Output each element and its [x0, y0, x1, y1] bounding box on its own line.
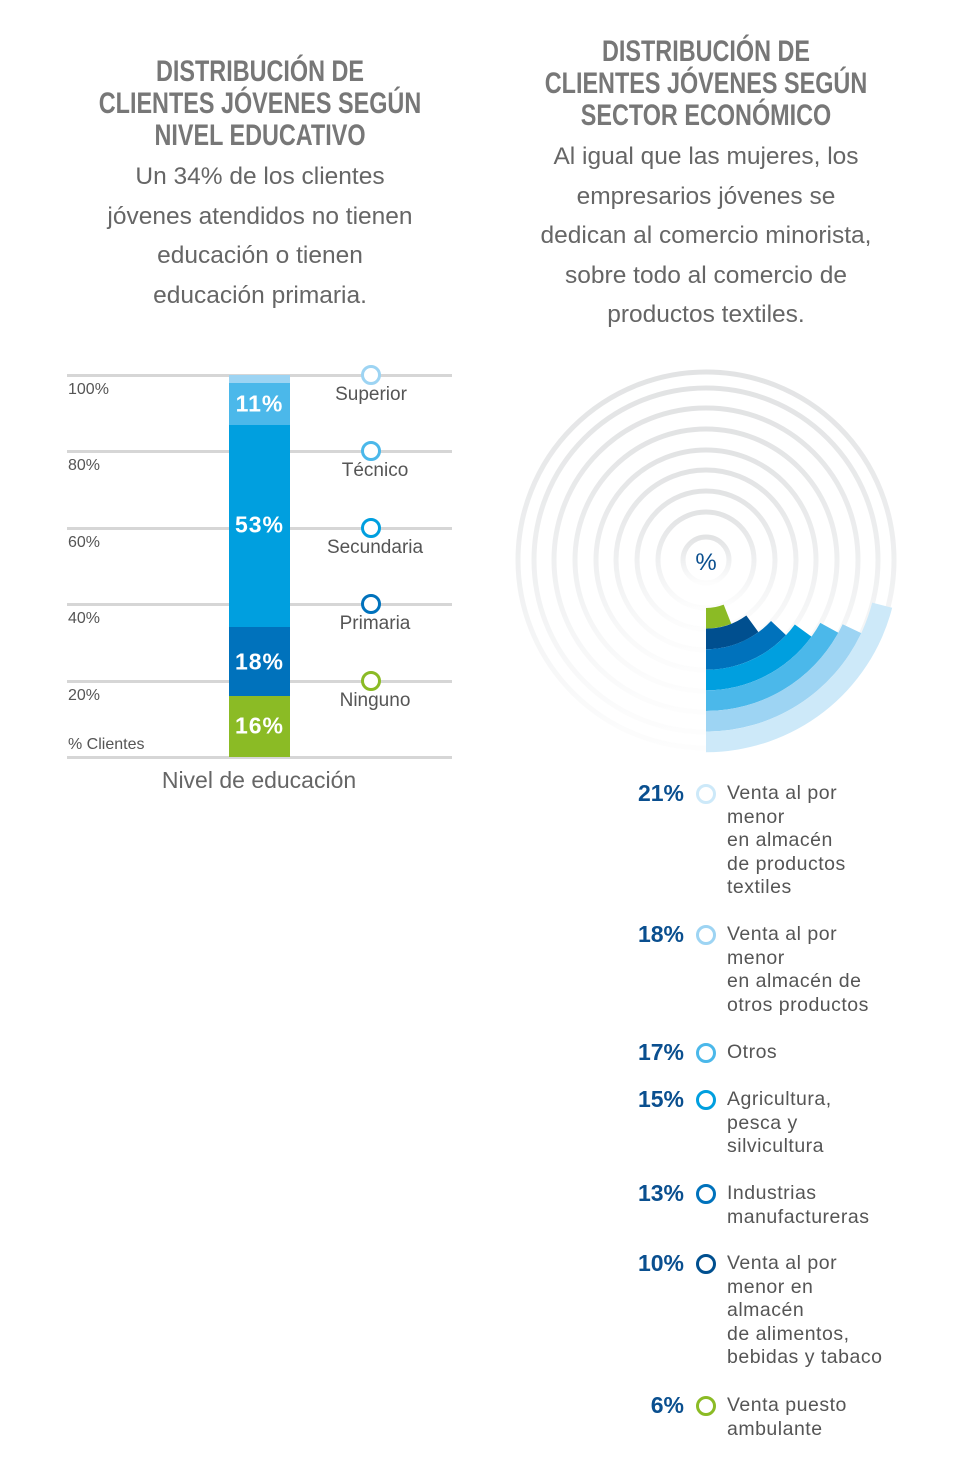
- legend-marker-icon: [696, 1396, 716, 1416]
- legend-label: Primaria: [339, 613, 411, 635]
- bar-segment-secundaria: [229, 424, 290, 628]
- legend-percent: 18%: [637, 921, 684, 947]
- x-axis-label: Nivel de educación: [161, 767, 357, 793]
- bar-segment-superior: [229, 375, 290, 383]
- right-title: DISTRIBUCIÓN DE CLIENTES JÓVENES SEGÚN S…: [488, 36, 925, 132]
- subtitle-line: dedican al comercio minorista,: [540, 222, 872, 249]
- bar-value-label: 53%: [234, 511, 285, 538]
- legend-marker-icon: [696, 1043, 716, 1063]
- right-subtitle: Al igual que las mujeres, los empresario…: [476, 137, 936, 335]
- legend-marker-icon: [361, 365, 381, 385]
- center-percent-label: %: [695, 549, 716, 576]
- legend-percent: 10%: [637, 1250, 684, 1276]
- legend-marker-icon: [361, 441, 381, 462]
- legend-marker-icon: [696, 1254, 716, 1274]
- legend-text-line: textiles: [727, 876, 792, 898]
- legend-marker-icon: [696, 1090, 716, 1110]
- y-tick-label: 100%: [68, 381, 109, 398]
- legend-text-line: Industrias: [727, 1182, 817, 1204]
- radial-segment: [706, 621, 787, 670]
- bar-value-label: 18%: [234, 648, 285, 674]
- legend-text-line: menor: [727, 805, 785, 828]
- bar-value-label: 16%: [234, 712, 285, 739]
- bar-segment-primaria: [229, 627, 290, 696]
- legend-text-line: menor en: [727, 1275, 814, 1298]
- subtitle-line: educación primaria.: [153, 281, 367, 309]
- legend-text-line: silvicultura: [727, 1135, 825, 1157]
- bar-value-label: 11%: [235, 390, 284, 417]
- subtitle-line: Al igual que las mujeres, los: [553, 143, 859, 170]
- legend-text-line: Venta puesto: [727, 1394, 847, 1416]
- legend-text-line: de productos: [727, 852, 846, 875]
- legend-percent: 6%: [650, 1392, 684, 1418]
- subtitle-line: educación o tienen: [157, 242, 363, 269]
- legend-text: Otros: [727, 1041, 947, 1065]
- legend-percent: 15%: [637, 1086, 684, 1112]
- legend-percent: 13%: [637, 1180, 684, 1206]
- legend-text-line: de alimentos,: [727, 1322, 850, 1345]
- title-line: CLIENTES JÓVENES SEGÚN: [98, 87, 422, 120]
- legend-label: Secundaria: [326, 536, 424, 558]
- legend-text-line: ambulante: [727, 1417, 823, 1440]
- legend-marker-icon: [696, 784, 716, 804]
- left-subtitle: Un 34% de los clientes jóvenes atendidos…: [20, 157, 500, 315]
- legend-text-line: Agricultura,: [727, 1088, 832, 1110]
- legend-text-line: pesca y: [727, 1111, 798, 1134]
- legend-percent: 17%: [637, 1039, 684, 1065]
- radial-segment: [706, 615, 759, 650]
- y-tick-label: 80%: [68, 457, 101, 475]
- legend-marker-icon: [361, 670, 381, 691]
- y-tick-label: 40%: [68, 610, 101, 628]
- legend-text-line: en almacén de: [727, 970, 862, 992]
- bar-segment-técnico: [229, 382, 290, 425]
- legend-marker-icon: [696, 925, 716, 945]
- legend-text-line: Venta al por: [727, 1252, 838, 1274]
- radial-segment: [706, 622, 839, 711]
- legend-marker-icon: [361, 594, 381, 615]
- radial-segment: [706, 624, 812, 691]
- left-title: DISTRIBUCIÓN DE CLIENTES JÓVENES SEGÚN N…: [42, 56, 479, 152]
- subtitle-line: productos textiles.: [607, 301, 805, 328]
- legend-percent: 21%: [637, 780, 684, 806]
- legend-marker-icon: [696, 1184, 716, 1204]
- legend-label: Técnico: [341, 460, 409, 482]
- radial-segment: [706, 624, 862, 732]
- radial-segment: [706, 604, 732, 629]
- legend-text-line: Venta al por: [727, 782, 838, 804]
- legend-marker-icon: [361, 517, 381, 538]
- legend-text-line: Otros: [727, 1041, 778, 1063]
- subtitle-line: Un 34% de los clientes: [135, 163, 385, 190]
- y-tick-label: 60%: [68, 533, 101, 551]
- title-line: NIVEL EDUCATIVO: [154, 119, 366, 152]
- y-tick-label: 20%: [68, 686, 101, 704]
- legend-text-line: Venta al por: [727, 923, 838, 945]
- gridline: [67, 756, 452, 759]
- y-axis-label: % Clientes: [68, 736, 145, 753]
- legend-text-line: en almacén: [727, 829, 833, 851]
- legend-text-line: menor: [727, 946, 785, 969]
- subtitle-line: jóvenes atendidos no tienen: [107, 202, 413, 230]
- radial-segment: [706, 602, 893, 753]
- legend-text-line: otros productos: [727, 993, 869, 1016]
- title-line: DISTRIBUCIÓN DE: [155, 55, 365, 88]
- title-line: SECTOR ECONÓMICO: [580, 99, 832, 132]
- legend-label: Ninguno: [339, 689, 411, 711]
- legend-text-line: almacén: [727, 1299, 805, 1321]
- legend-text-line: bebidas y tabaco: [727, 1346, 883, 1368]
- subtitle-line: sobre todo al comercio de: [565, 261, 847, 289]
- background-ring: [680, 534, 732, 586]
- subtitle-line: empresarios jóvenes se: [576, 182, 836, 210]
- bar-segment-ninguno: [229, 695, 290, 757]
- legend-text-line: manufactureras: [727, 1205, 870, 1228]
- title-line: CLIENTES JÓVENES SEGÚN: [544, 67, 868, 100]
- title-line: DISTRIBUCIÓN DE: [601, 35, 811, 68]
- legend-label: Superior: [335, 384, 407, 405]
